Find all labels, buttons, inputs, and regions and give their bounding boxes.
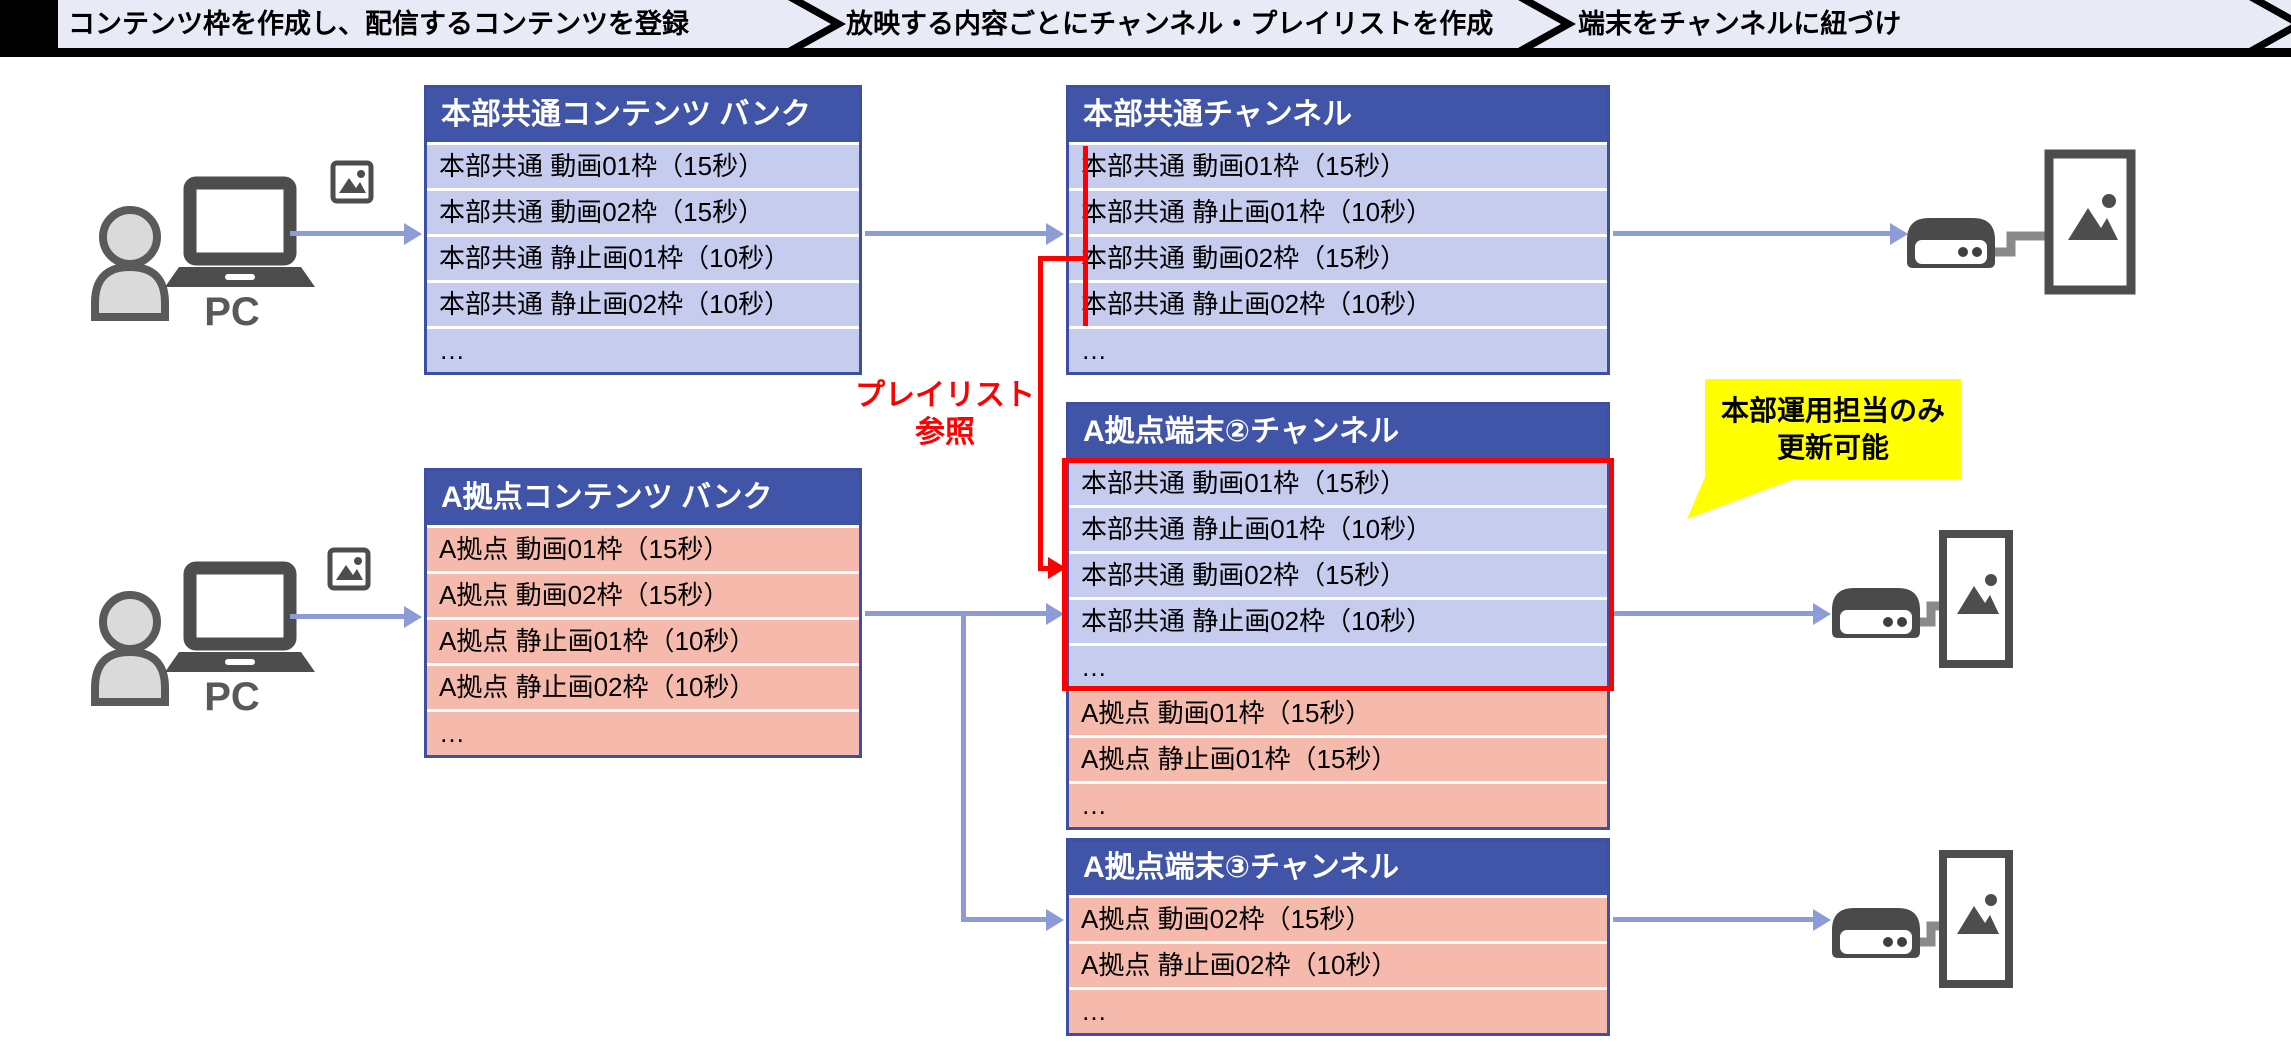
pc-user-icon xyxy=(91,561,315,706)
arrowhead-icon xyxy=(1046,223,1064,245)
playlist-row: A拠点 静止画02枠（10秒） xyxy=(1069,944,1607,987)
arrow-branch-down xyxy=(961,611,966,922)
playlist-row: … xyxy=(1069,784,1607,827)
cable-icon xyxy=(1920,601,1944,627)
playlist-row: 本部共通 動画01枠（15秒） xyxy=(1069,145,1607,188)
arrowhead-icon xyxy=(404,606,422,628)
hq-only-update-callout: 本部運用担当のみ 更新可能 xyxy=(1705,379,1961,479)
pc-label: PC xyxy=(204,675,260,719)
stb-display-group xyxy=(1832,530,2013,668)
arrowhead-icon xyxy=(1813,909,1831,931)
site-a-content-bank-box: A拠点コンテンツ バンク A拠点 動画01枠（15秒） A拠点 動画02枠（15… xyxy=(424,468,862,758)
channel-rows: 本部共通 動画01枠（15秒） 本部共通 静止画01枠（10秒） 本部共通 動画… xyxy=(1069,142,1607,372)
hq-referenced-playlist-group: 本部共通 動画01枠（15秒） 本部共通 静止画01枠（10秒） 本部共通 動画… xyxy=(1062,458,1614,691)
stb-display-group xyxy=(1832,850,2013,988)
red-arrowhead-icon xyxy=(1048,557,1066,579)
arrow-channel2-to-device2 xyxy=(1613,611,1813,616)
process-step-2: 放映する内容ごとにチャンネル・プレイリストを作成 xyxy=(846,9,1494,39)
playlist-row: 本部共通 動画02枠（15秒） xyxy=(1069,237,1607,280)
arrow-bank2-to-channel2 xyxy=(865,611,1046,616)
content-slot-row: A拠点 静止画02枠（10秒） xyxy=(427,666,859,709)
ribbon-shadow xyxy=(56,48,2291,57)
red-connector xyxy=(1038,256,1088,261)
process-step-1: コンテンツ枠を作成し、配信するコンテンツを登録 xyxy=(68,9,689,39)
box-title: A拠点端末②チャンネル xyxy=(1069,405,1607,459)
content-slot-row: A拠点 静止画01枠（10秒） xyxy=(427,620,859,663)
playlist-row: 本部共通 動画02枠（15秒） xyxy=(1069,554,1607,597)
content-slot-row: 本部共通 動画02枠（15秒） xyxy=(427,191,859,234)
box-title: A拠点端末③チャンネル xyxy=(1069,841,1607,895)
content-slot-row: 本部共通 静止画01枠（10秒） xyxy=(427,237,859,280)
playlist-row: … xyxy=(1069,646,1607,689)
box-title: A拠点コンテンツ バンク xyxy=(427,471,859,525)
callout-tail xyxy=(1687,477,1800,519)
playlist-row: 本部共通 静止画01枠（10秒） xyxy=(1069,191,1607,234)
bank-rows: 本部共通 動画01枠（15秒） 本部共通 動画02枠（15秒） 本部共通 静止画… xyxy=(427,142,859,372)
content-slot-row: A拠点 動画01枠（15秒） xyxy=(427,528,859,571)
playlist-reference-line2: 参照 xyxy=(915,416,975,449)
arrow-channel1-to-device1 xyxy=(1613,231,1890,236)
playlist-row: A拠点 静止画01枠（15秒） xyxy=(1069,738,1607,781)
hq-common-channel-box: 本部共通チャンネル 本部共通 動画01枠（15秒） 本部共通 静止画01枠（10… xyxy=(1066,85,1610,375)
cable-icon xyxy=(1920,921,1944,947)
pc-user-icon xyxy=(91,176,315,321)
arrowhead-icon xyxy=(1046,603,1064,625)
pc-label: PC xyxy=(204,290,260,334)
red-span-line xyxy=(1083,146,1088,326)
process-step-3: 端末をチャンネルに紐づけ xyxy=(1578,9,1902,39)
box-title: 本部共通チャンネル xyxy=(1069,88,1607,142)
content-slot-row: 本部共通 動画01枠（15秒） xyxy=(427,145,859,188)
arrow-bank1-to-channel1 xyxy=(865,231,1046,236)
hq-content-bank-box: 本部共通コンテンツ バンク 本部共通 動画01枠（15秒） 本部共通 動画02枠… xyxy=(424,85,862,375)
arrow-pc1-to-bank1 xyxy=(290,231,404,236)
playlist-row: 本部共通 静止画01枠（10秒） xyxy=(1069,508,1607,551)
playlist-row: 本部共通 動画01枠（15秒） xyxy=(1069,462,1607,505)
playlist-row: A拠点 動画01枠（15秒） xyxy=(1069,692,1607,735)
red-connector xyxy=(1038,256,1043,570)
playlist-row: 本部共通 静止画02枠（10秒） xyxy=(1069,283,1607,326)
playlist-row: … xyxy=(1069,329,1607,372)
callout-line2: 更新可能 xyxy=(1776,432,1889,463)
content-slot-row: … xyxy=(427,329,859,372)
playlist-row: 本部共通 静止画02枠（10秒） xyxy=(1069,600,1607,643)
arrow-channel3-to-device3 xyxy=(1613,917,1813,922)
site-a-device2-channel-box: A拠点端末②チャンネル 本部共通 動画01枠（15秒） 本部共通 静止画01枠（… xyxy=(1062,402,1614,830)
arrow-pc2-to-bank2 xyxy=(290,614,404,619)
arrowhead-icon xyxy=(1890,223,1908,245)
arrowhead-icon xyxy=(404,223,422,245)
image-content-icon xyxy=(327,547,371,591)
ribbon-start-block xyxy=(0,0,58,57)
cable-icon xyxy=(1995,231,2045,257)
arrowhead-icon xyxy=(1813,603,1831,625)
bank-rows: A拠点 動画01枠（15秒） A拠点 動画02枠（15秒） A拠点 静止画01枠… xyxy=(427,525,859,755)
arrowhead-icon xyxy=(1046,909,1064,931)
image-content-icon xyxy=(330,160,374,204)
content-slot-row: A拠点 動画02枠（15秒） xyxy=(427,574,859,617)
playlist-row: A拠点 動画02枠（15秒） xyxy=(1069,898,1607,941)
display-icon xyxy=(1939,530,2013,668)
playlist-reference-label: プレイリスト 参照 xyxy=(845,377,1045,451)
process-ribbon xyxy=(0,0,2291,48)
site-a-device3-channel-box: A拠点端末③チャンネル A拠点 動画02枠（15秒） A拠点 静止画02枠（10… xyxy=(1066,838,1610,1036)
channel-rows: A拠点 動画02枠（15秒） A拠点 静止画02枠（10秒） … xyxy=(1069,895,1607,1033)
red-connector xyxy=(1038,566,1052,571)
channel-rows: 本部共通 動画01枠（15秒） 本部共通 静止画01枠（10秒） 本部共通 動画… xyxy=(1062,458,1614,827)
box-title: 本部共通コンテンツ バンク xyxy=(427,88,859,142)
playlist-reference-line1: プレイリスト xyxy=(855,379,1035,412)
stb-display-group xyxy=(1907,149,2136,295)
callout-line1: 本部運用担当のみ xyxy=(1720,395,1945,426)
playlist-row: … xyxy=(1069,990,1607,1033)
arrow-bank2-to-channel3 xyxy=(961,917,1046,922)
content-slot-row: 本部共通 静止画02枠（10秒） xyxy=(427,283,859,326)
content-slot-row: … xyxy=(427,712,859,755)
